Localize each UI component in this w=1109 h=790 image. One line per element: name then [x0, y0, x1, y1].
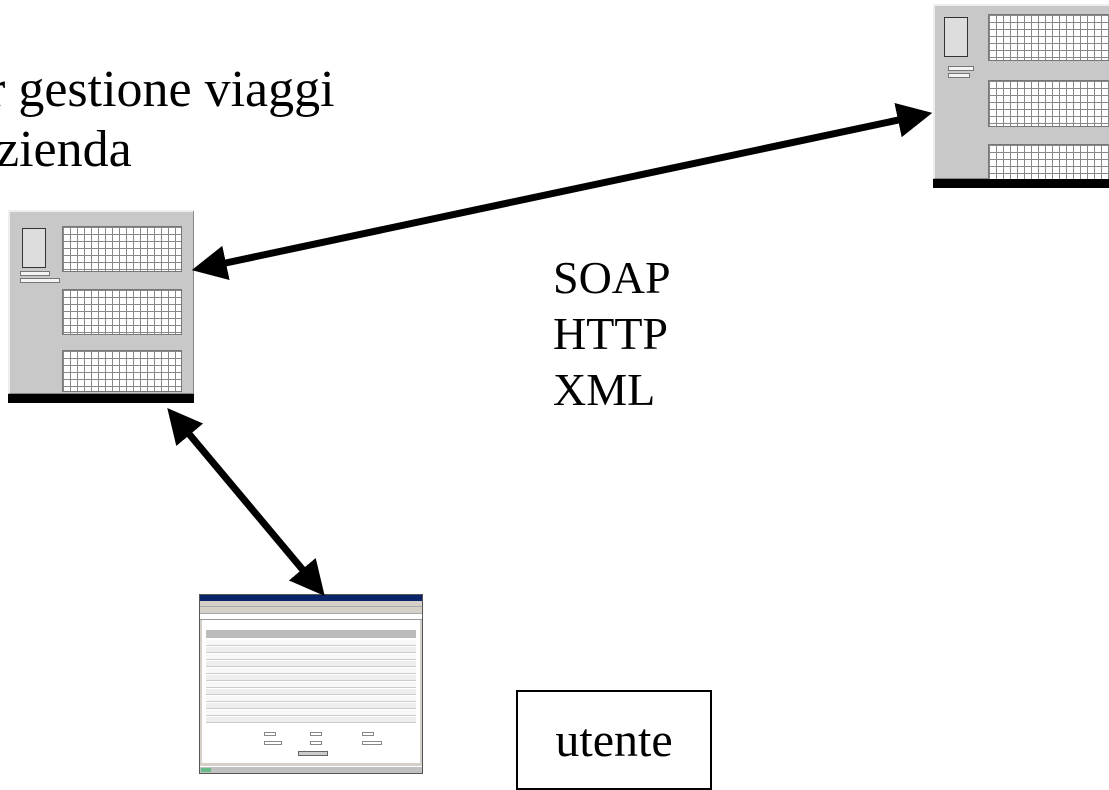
- thumb-table-row: [206, 696, 416, 702]
- server-company-slot: [20, 278, 60, 283]
- arrow-server-to-client: [167, 407, 325, 597]
- thumb-field: [310, 732, 322, 736]
- slide-title: r gestione viaggi zienda: [0, 60, 347, 180]
- thumb-table-row: [206, 717, 416, 723]
- thumb-field: [310, 741, 322, 745]
- thumb-table-row: [206, 710, 416, 716]
- thumb-table-row: [206, 640, 416, 646]
- slide-title-line-1: r gestione viaggi: [0, 61, 335, 118]
- thumb-field: [264, 741, 282, 745]
- server-company-cabinet: [62, 289, 182, 335]
- thumb-table-row: [206, 689, 416, 695]
- server-remote-drive-bay: [944, 17, 968, 57]
- server-remote: [933, 4, 1109, 188]
- browser-toolbar: [200, 607, 422, 614]
- thumb-table-row: [206, 647, 416, 653]
- thumb-button: [298, 751, 328, 756]
- thumb-field: [264, 732, 276, 736]
- browser-titlebar: [200, 595, 422, 601]
- protocol-http: HTTP: [553, 308, 668, 359]
- protocol-labels: SOAP HTTP XML: [553, 250, 671, 418]
- protocol-soap: SOAP: [553, 252, 671, 303]
- thumb-table-row: [206, 682, 416, 688]
- thumb-table-row: [206, 661, 416, 667]
- server-company-slot: [20, 271, 50, 276]
- server-remote-cabinet: [988, 14, 1109, 61]
- thumb-table-row: [206, 703, 416, 709]
- slide-title-line-2: zienda: [0, 121, 132, 178]
- browser-screenshot-thumbnail: [199, 594, 423, 774]
- server-remote-cabinet: [988, 144, 1109, 181]
- browser-page: [202, 620, 420, 773]
- browser-address-bar: [200, 614, 422, 620]
- server-remote-base: [933, 179, 1109, 188]
- protocol-xml: XML: [553, 364, 656, 415]
- browser-menubar: [200, 601, 422, 607]
- server-company-cabinet: [62, 350, 182, 392]
- server-remote-slot: [948, 66, 974, 71]
- thumb-table-row: [206, 654, 416, 660]
- server-company: [8, 210, 194, 403]
- thumb-table-row: [206, 668, 416, 674]
- thumb-field: [362, 732, 374, 736]
- thumb-field: [362, 741, 382, 745]
- server-remote-slot: [948, 73, 970, 78]
- client-label-box: utente: [516, 690, 712, 790]
- browser-taskbar: [200, 766, 422, 773]
- server-company-cabinet: [62, 226, 182, 272]
- client-label: utente: [555, 713, 673, 767]
- start-button: [201, 768, 211, 772]
- server-remote-cabinet: [988, 80, 1109, 127]
- server-company-base: [8, 394, 194, 403]
- thumb-table-header: [206, 630, 416, 638]
- thumb-table-row: [206, 675, 416, 681]
- server-company-drive-bay: [22, 228, 46, 268]
